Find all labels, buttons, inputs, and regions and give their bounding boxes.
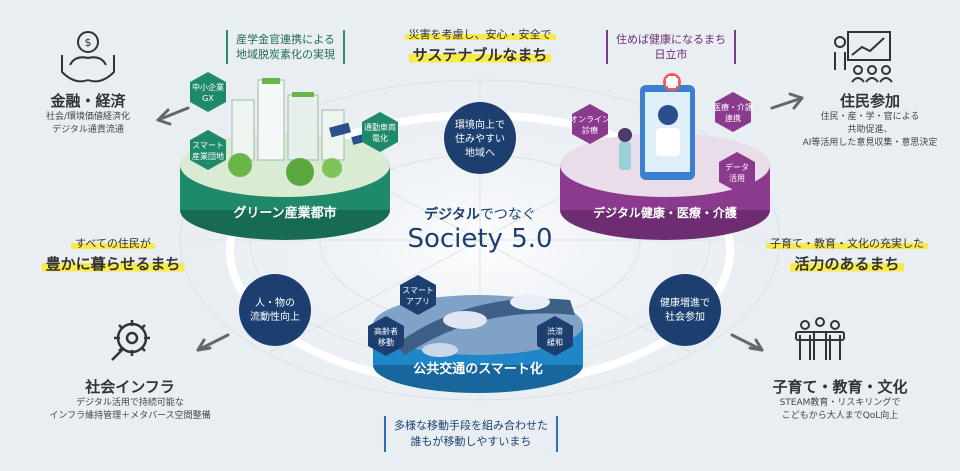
finance-sub1: 社会/環境価値経済化 — [45, 112, 131, 122]
hex-green-3 — [362, 112, 398, 152]
hex-blue-2 — [368, 316, 404, 356]
hex-purple-3 — [719, 152, 755, 192]
circle-top-l3: 地域へ — [465, 146, 495, 159]
hex-purple-3-l2: 活用 — [729, 173, 745, 183]
purple-hexes — [572, 92, 755, 192]
arrow-resident — [770, 96, 804, 110]
disk-blue-label: 公共交通のスマート化 — [413, 361, 543, 377]
hex-green-1-l2: GX — [202, 94, 214, 103]
child-sub1: STEAM教育・リスキリングで — [779, 398, 901, 408]
hex-green-1 — [190, 72, 226, 112]
top-left-l2: 地域脱炭素化の実現 — [236, 48, 335, 61]
bottom-center-l1: 多様な移動手段を組み合わせた — [394, 419, 548, 432]
left-mid-l1: すべての住民が — [71, 237, 155, 250]
top-right-l2: 日立市 — [654, 48, 688, 61]
circle-right — [649, 274, 721, 346]
green-disk — [180, 78, 390, 240]
hex-green-3-l1: 通勤車両 — [364, 122, 396, 132]
top-right-l1: 住めば健康になるまち — [616, 33, 726, 46]
hex-green-3-l2: 電化 — [372, 133, 388, 143]
hex-green-2 — [190, 130, 226, 170]
hex-blue-3-l1: 渋滞 — [547, 326, 563, 336]
bottom-center-box: 多様な移動手段を組み合わせた 誰もが移動しやすいまち — [384, 416, 558, 452]
green-hexes — [190, 72, 398, 170]
disk-purple-label: デジタル健康・医療・介護 — [593, 205, 738, 220]
hex-blue-3 — [537, 316, 573, 356]
circle-right-l1: 健康増進で — [660, 296, 710, 309]
left-mid-block: すべての住民が 豊かに暮らせるまち — [28, 235, 198, 274]
hex-purple-2 — [715, 92, 751, 132]
disk-green-label: グリーン産業都市 — [233, 205, 336, 221]
circle-top — [444, 102, 516, 174]
resident-sub2: 共助促進、 — [847, 125, 893, 135]
center-society: Society 5.0 — [407, 224, 553, 254]
top-left-box: 産学金官連携による 地域脱炭素化の実現 — [226, 30, 345, 64]
resident-sub3: AI等活用した意見収集・意思決定 — [802, 138, 938, 148]
hex-purple-1-l2: 診療 — [582, 125, 598, 135]
infra-sub1: デジタル活用で持続可能な — [76, 398, 184, 408]
hex-blue-1-l2: アプリ — [406, 297, 430, 306]
center-tsunagu: でつなぐ — [479, 207, 536, 223]
corner-infra: 社会インフラ デジタル活用で持続可能な インフラ維持管理＋メタバース空間整備 — [20, 376, 240, 423]
finance-sub2: デジタル通貨流通 — [52, 125, 124, 135]
top-center-l2: サステナブルなまち — [408, 46, 552, 64]
hex-blue-1 — [400, 275, 436, 315]
infra-title: 社会インフラ — [85, 378, 175, 396]
hex-purple-1-l1: オンライン — [570, 115, 610, 124]
top-center-l1: 災害を考慮し、安心・安全で — [404, 28, 556, 41]
hex-blue-2-l2: 移動 — [378, 337, 394, 347]
hex-green-2-l2: 産業団地 — [192, 151, 224, 161]
corner-resident: 住民参加 住民・産・学・官による 共助促進、 AI等活用した意見収集・意思決定 — [790, 90, 950, 150]
infra-sub2: インフラ維持管理＋メタバース空間整備 — [49, 411, 211, 421]
resident-title: 住民参加 — [839, 92, 900, 110]
top-center-block: 災害を考慮し、安心・安全で サステナブルなまち — [380, 26, 580, 65]
center-title-block: デジタルでつなぐ Society 5.0 — [380, 204, 580, 254]
presentation-people-icon — [834, 31, 893, 83]
purple-disk — [560, 73, 770, 240]
hex-blue-1-l1: スマート — [402, 286, 434, 295]
circle-left-l1: 人・物の — [255, 296, 295, 309]
child-sub2: こどもから大人までQoL向上 — [781, 411, 899, 421]
corner-finance: 金融・経済 社会/環境価値経済化 デジタル通貨流通 — [18, 90, 158, 137]
hex-purple-3-l1: データ — [725, 162, 749, 172]
arrow-child — [730, 333, 764, 352]
money-hands-icon: $ — [61, 31, 115, 83]
center-digital: デジタル — [424, 207, 480, 223]
hex-blue-3-l2: 緩和 — [547, 337, 563, 347]
arrow-finance — [156, 106, 190, 122]
circle-top-l1: 環境向上で — [455, 118, 505, 131]
resident-sub1: 住民・産・学・官による — [820, 112, 920, 122]
hex-blue-2-l1: 高齢者 — [374, 326, 398, 336]
right-mid-l2: 活力のあるまち — [790, 255, 904, 273]
child-title: 子育て・教育・文化 — [772, 378, 908, 396]
right-mid-block: 子育て・教育・文化の充実した 活力のあるまち — [752, 235, 942, 274]
circle-left — [239, 274, 311, 346]
bottom-center-l2: 誰もが移動しやすいまち — [410, 435, 532, 448]
hex-purple-2-l1: 医療・介護 — [713, 102, 753, 112]
hex-green-1-l1: 中小企業 — [192, 82, 224, 92]
right-mid-l1: 子育て・教育・文化の充実した — [766, 237, 928, 250]
circle-right-l2: 社会参加 — [665, 310, 705, 323]
center-subtitle: デジタルでつなぐ — [380, 204, 580, 224]
circle-top-l2: 住みやすい — [455, 132, 505, 145]
left-mid-l2: 豊かに暮らせるまち — [41, 255, 185, 273]
svg-text:$: $ — [85, 36, 92, 49]
top-right-box: 住めば健康になるまち 日立市 — [606, 30, 736, 64]
hex-purple-2-l2: 連携 — [725, 113, 741, 123]
top-left-l1: 産学金官連携による — [236, 33, 335, 46]
family-icon — [795, 317, 845, 360]
circle-left-l2: 流動性向上 — [250, 310, 300, 323]
arrow-infra — [196, 333, 230, 352]
blue-hexes — [368, 275, 573, 356]
corner-child: 子育て・教育・文化 STEAM教育・リスキリングで こどもから大人までQoL向上 — [745, 376, 935, 423]
finance-title: 金融・経済 — [50, 92, 126, 110]
gear-wrench-icon — [111, 320, 150, 361]
hex-green-2-l1: スマート — [192, 141, 224, 150]
hex-purple-1 — [572, 104, 608, 144]
